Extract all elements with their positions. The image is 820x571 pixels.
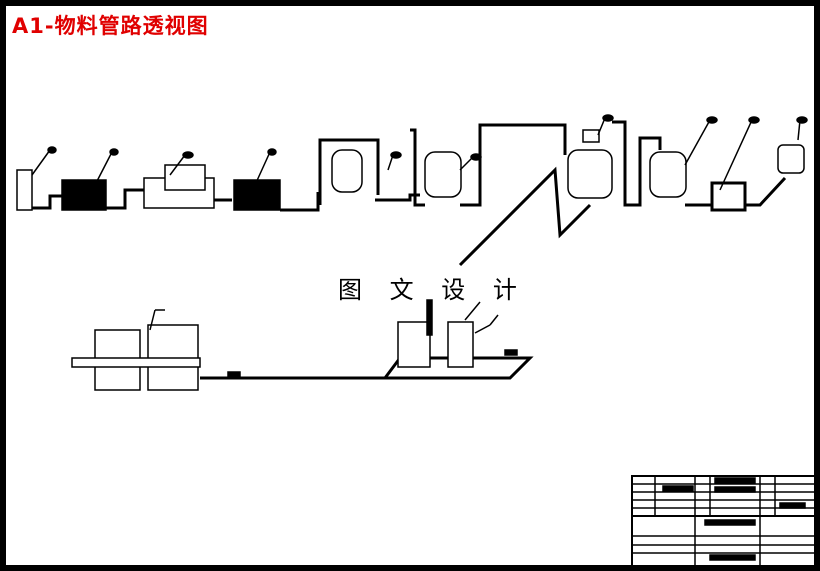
- reactor-motor: [582, 129, 600, 143]
- title-block: [631, 475, 817, 567]
- watermark-text: 图 文 设 计: [338, 276, 525, 304]
- material-pipes: [25, 120, 787, 380]
- valve: [504, 349, 518, 356]
- jacketed-tank: [331, 149, 363, 193]
- heat-exchanger-1: [61, 179, 107, 211]
- small-reactor: [777, 144, 805, 174]
- evaporator-2: [447, 321, 474, 368]
- tank-frame: [318, 138, 380, 205]
- holding-tank-1: [424, 151, 462, 198]
- evaporator-1: [397, 321, 431, 368]
- conveyor: [71, 357, 201, 368]
- filter-press: [164, 164, 206, 191]
- holding-tank-2: [649, 151, 687, 198]
- valve: [227, 371, 241, 378]
- evaporator-platform: [382, 356, 534, 380]
- pump-unit: [710, 181, 747, 212]
- equipment-bottom-row: [71, 299, 534, 391]
- heat-exchanger-2: [233, 179, 281, 211]
- storage-tank-1: [16, 169, 33, 211]
- drawing-title: A1-物料管路透视图: [12, 14, 209, 38]
- equipment-top-row: [16, 129, 805, 212]
- evaporator-stack: [426, 299, 433, 336]
- reactor: [567, 149, 613, 199]
- leader-lines: [31, 114, 808, 191]
